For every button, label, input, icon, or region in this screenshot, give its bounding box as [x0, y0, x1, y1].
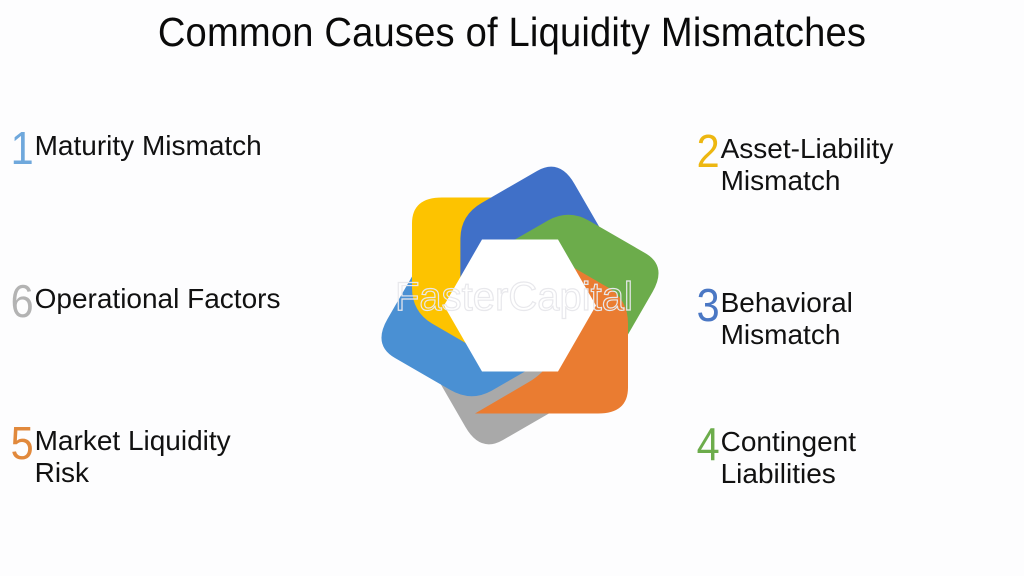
item-number-1: 1 [10, 122, 34, 174]
item-label-line: Behavioral [720, 287, 853, 318]
item-label-line: Market Liquidity [34, 425, 231, 456]
item-number-2: 2 [696, 125, 720, 177]
hex-center-core [444, 239, 596, 372]
item-label-3: Behavioral Mismatch [721, 285, 853, 351]
item-label-1: Maturity Mismatch [35, 128, 262, 162]
list-item-5: 5 Market Liquidity Risk [8, 417, 231, 489]
pinwheel-hexagon-diagram [325, 133, 715, 478]
list-item-6: 6 Operational Factors [8, 275, 281, 327]
list-item-3: 3 Behavioral Mismatch [694, 279, 853, 351]
item-number-6: 6 [10, 275, 34, 327]
list-item-2: 2 Asset-Liability Mismatch [694, 125, 894, 197]
item-label-4: Contingent Liabilities [721, 424, 856, 490]
item-label-line: Mismatch [720, 319, 841, 350]
item-label-line: Mismatch [720, 165, 841, 196]
item-label-line: Risk [34, 457, 90, 488]
item-label-line: Liabilities [720, 458, 836, 489]
item-label-2: Asset-Liability Mismatch [721, 131, 894, 197]
item-number-5: 5 [10, 417, 34, 469]
item-number-3: 3 [696, 279, 720, 331]
list-item-1: 1 Maturity Mismatch [8, 122, 262, 174]
list-item-4: 4 Contingent Liabilities [694, 418, 856, 490]
page-title: Common Causes of Liquidity Mismatches [157, 9, 867, 55]
item-label-5: Market Liquidity Risk [35, 423, 231, 489]
item-label-6: Operational Factors [35, 281, 281, 315]
item-label-line: Maturity Mismatch [34, 130, 262, 161]
item-number-4: 4 [696, 418, 720, 470]
item-label-line: Contingent [720, 426, 857, 457]
item-label-line: Asset-Liability [720, 133, 894, 164]
item-label-line: Operational Factors [34, 283, 281, 314]
